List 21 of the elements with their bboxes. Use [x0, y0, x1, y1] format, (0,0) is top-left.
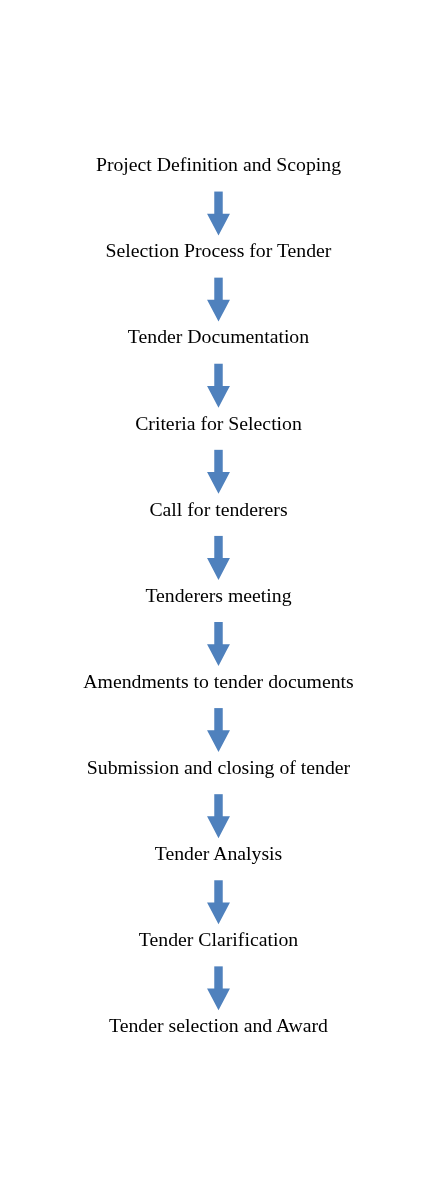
- node-text: Submission and closing of tender: [86, 755, 351, 778]
- node-text: Project Definition and Scoping: [95, 153, 342, 176]
- arrow: [207, 880, 230, 925]
- node-text: Tender Clarification: [138, 928, 299, 951]
- node-text: Tender Analysis: [154, 841, 283, 864]
- node-text: Call for tenderers: [149, 497, 288, 520]
- arrow: [207, 449, 230, 494]
- arrow: [207, 277, 230, 322]
- arrow: [207, 535, 230, 580]
- arrow: [207, 191, 230, 236]
- arrow: [207, 363, 230, 408]
- node-text: Tenderers meeting: [145, 583, 292, 606]
- arrow: [207, 966, 230, 1011]
- node-text: Selection Process for Tender: [105, 239, 332, 262]
- arrow: [207, 708, 230, 753]
- node-text: Tender Documentation: [127, 325, 310, 348]
- node-text: Tender selection and Award: [109, 1014, 328, 1037]
- node-text: Amendments to tender documents: [83, 669, 354, 692]
- arrow: [207, 622, 230, 666]
- node-text: Criteria for Selection: [135, 411, 302, 434]
- arrow: [207, 794, 230, 839]
